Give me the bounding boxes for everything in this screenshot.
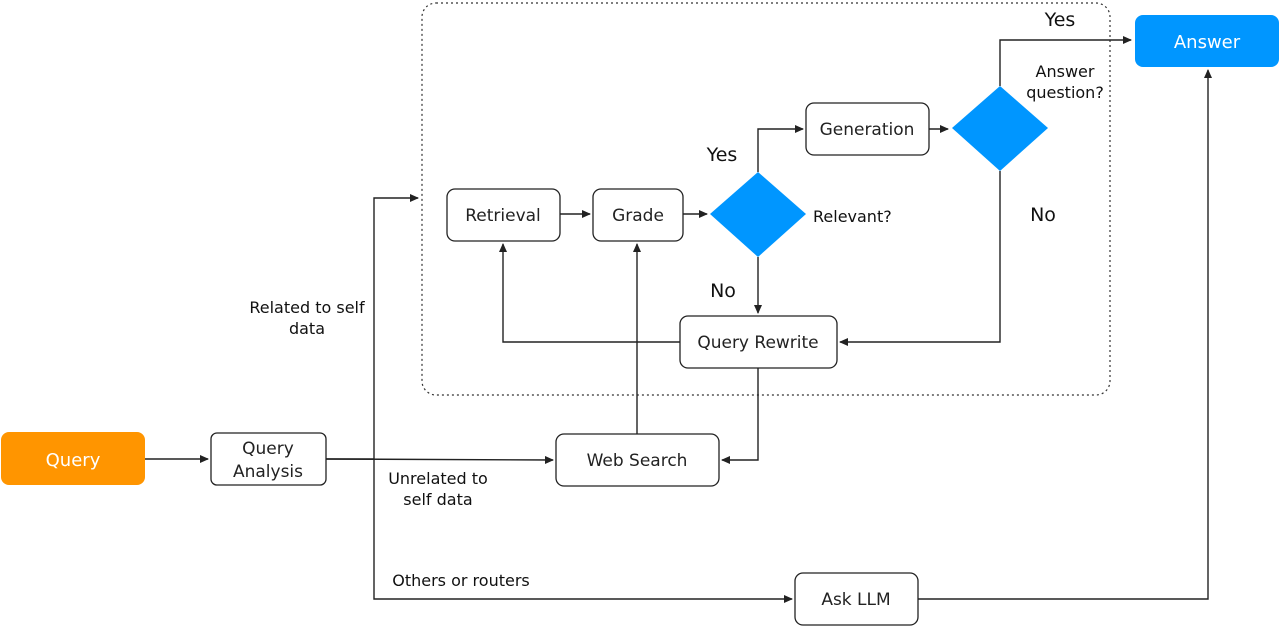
edge-answerq-to-rewrite [839, 171, 1001, 346]
no-answer-label: No [1030, 204, 1056, 226]
query-node-box [1, 432, 145, 485]
unrelated-label-line1: Unrelated to [388, 469, 488, 488]
query-analysis-label-line1: Query [242, 439, 294, 459]
answer-node-box [1135, 15, 1279, 67]
grade-box [592, 188, 684, 242]
grade-label: Grade [612, 206, 664, 226]
edge-answerq-to-answer [999, 36, 1132, 86]
grade-node[interactable]: Grade [592, 188, 684, 242]
query-node-label: Query [46, 450, 101, 471]
edge-askllm-to-answer [918, 69, 1212, 600]
ask-llm-box [794, 572, 919, 626]
retrieval-box [446, 188, 561, 242]
web-search-node[interactable]: Web Search [555, 433, 720, 487]
web-search-label: Web Search [587, 451, 688, 471]
generation-box [805, 102, 930, 156]
related-label-line1: Related to self [249, 298, 365, 317]
ask-llm-label: Ask LLM [821, 590, 890, 610]
relevant-label: Relevant? [813, 207, 892, 226]
related-label-line2: data [289, 319, 325, 338]
query-analysis-box [210, 432, 327, 486]
edge-rewrite-to-websearch [721, 368, 759, 464]
answer-question-diamond [952, 86, 1048, 171]
query-rewrite-box [679, 315, 838, 369]
edge-relevant-to-generation [757, 125, 804, 172]
no-rewrite-label: No [710, 280, 736, 302]
query-rewrite-label: Query Rewrite [697, 333, 818, 353]
edge-rewrite-to-retrieval [499, 243, 680, 343]
answer-node[interactable]: Answer [1135, 15, 1279, 67]
relevant-decision[interactable]: Relevant? [710, 172, 892, 257]
generation-node[interactable]: Generation [805, 102, 930, 156]
others-label: Others or routers [392, 571, 530, 590]
self-rag-container [421, 2, 1111, 396]
query-rewrite-node[interactable]: Query Rewrite [679, 315, 838, 369]
web-search-box [555, 433, 720, 487]
retrieval-node[interactable]: Retrieval [446, 188, 561, 242]
yes-answer-label: Yes [1044, 9, 1076, 31]
relevant-diamond [710, 172, 806, 257]
query-analysis-node[interactable]: Query Analysis [210, 432, 327, 486]
query-analysis-label-line2: Analysis [233, 462, 303, 482]
answer-node-label: Answer [1174, 32, 1241, 53]
answer-question-label-line2: question? [1026, 83, 1104, 102]
edge-analysis-to-container [326, 194, 419, 460]
retrieval-label: Retrieval [465, 206, 541, 226]
generation-label: Generation [820, 120, 915, 140]
answer-question-label-line1: Answer [1036, 62, 1095, 81]
edge-analysis-to-askllm [373, 459, 793, 603]
yes-generation-label: Yes [706, 144, 738, 166]
unrelated-label-line2: self data [403, 490, 472, 509]
query-node[interactable]: Query [1, 432, 145, 485]
answer-question-decision[interactable]: Answer question? [952, 62, 1104, 171]
ask-llm-node[interactable]: Ask LLM [794, 572, 919, 626]
